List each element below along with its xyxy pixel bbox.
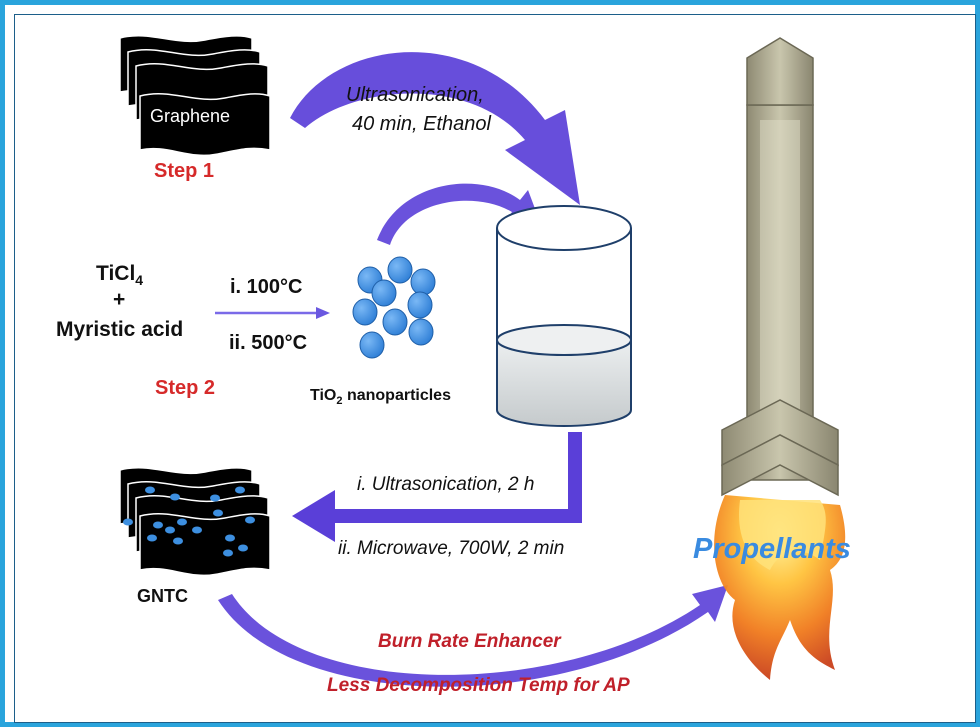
arrow-graphene-to-beaker	[290, 52, 580, 205]
gntc-stack-icon	[119, 466, 271, 577]
arrow-gntc-to-propellants	[218, 585, 728, 687]
arrow-nanoparticles-to-beaker	[377, 183, 540, 245]
step-1-label: Step 1	[154, 160, 215, 182]
diagram-inner-border	[14, 14, 976, 723]
graphene-label: Graphene	[150, 106, 231, 126]
nanoparticles-text: nanoparticles	[342, 387, 451, 404]
burn-rate-enhancer-label: Burn Rate Enhancer	[378, 631, 561, 652]
tio2-subscript: 2	[336, 395, 343, 408]
gntc-label: GNTC	[137, 586, 188, 606]
beaker-icon	[496, 205, 632, 427]
rocket-icon	[714, 37, 846, 680]
condition-ultrasonication-2h: i. Ultrasonication, 2 h	[357, 474, 535, 495]
flame-icon	[714, 495, 846, 680]
tio2-nanoparticles-label: TiO2 nanoparticles	[310, 387, 451, 407]
reactant-ticl4-text: TiCl	[96, 262, 136, 285]
ultrasonication-line-2: 40 min, Ethanol	[352, 113, 491, 135]
tio2-text: TiO	[310, 387, 337, 404]
arrow-reaction-step2	[215, 307, 330, 319]
condition-100c: i. 100°C	[230, 276, 303, 298]
reactant-ticl4: TiCl4	[96, 262, 143, 288]
graphene-stack-icon	[119, 34, 271, 157]
tio2-nanoparticles-icon	[352, 256, 436, 359]
reactant-ticl4-subscript: 4	[135, 272, 144, 289]
less-decomposition-temp-label: Less Decomposition Temp for AP	[327, 675, 630, 696]
arrow-beaker-to-gntc	[292, 432, 582, 542]
condition-microwave: ii. Microwave, 700W, 2 min	[338, 538, 565, 559]
step-2-label: Step 2	[155, 377, 216, 399]
reactant-myristic-acid: Myristic acid	[56, 318, 184, 341]
ultrasonication-line-1: Ultrasonication,	[346, 84, 484, 106]
plus-sign: +	[113, 288, 126, 311]
propellants-label: Propellants	[693, 533, 851, 565]
condition-500c: ii. 500°C	[229, 332, 308, 354]
